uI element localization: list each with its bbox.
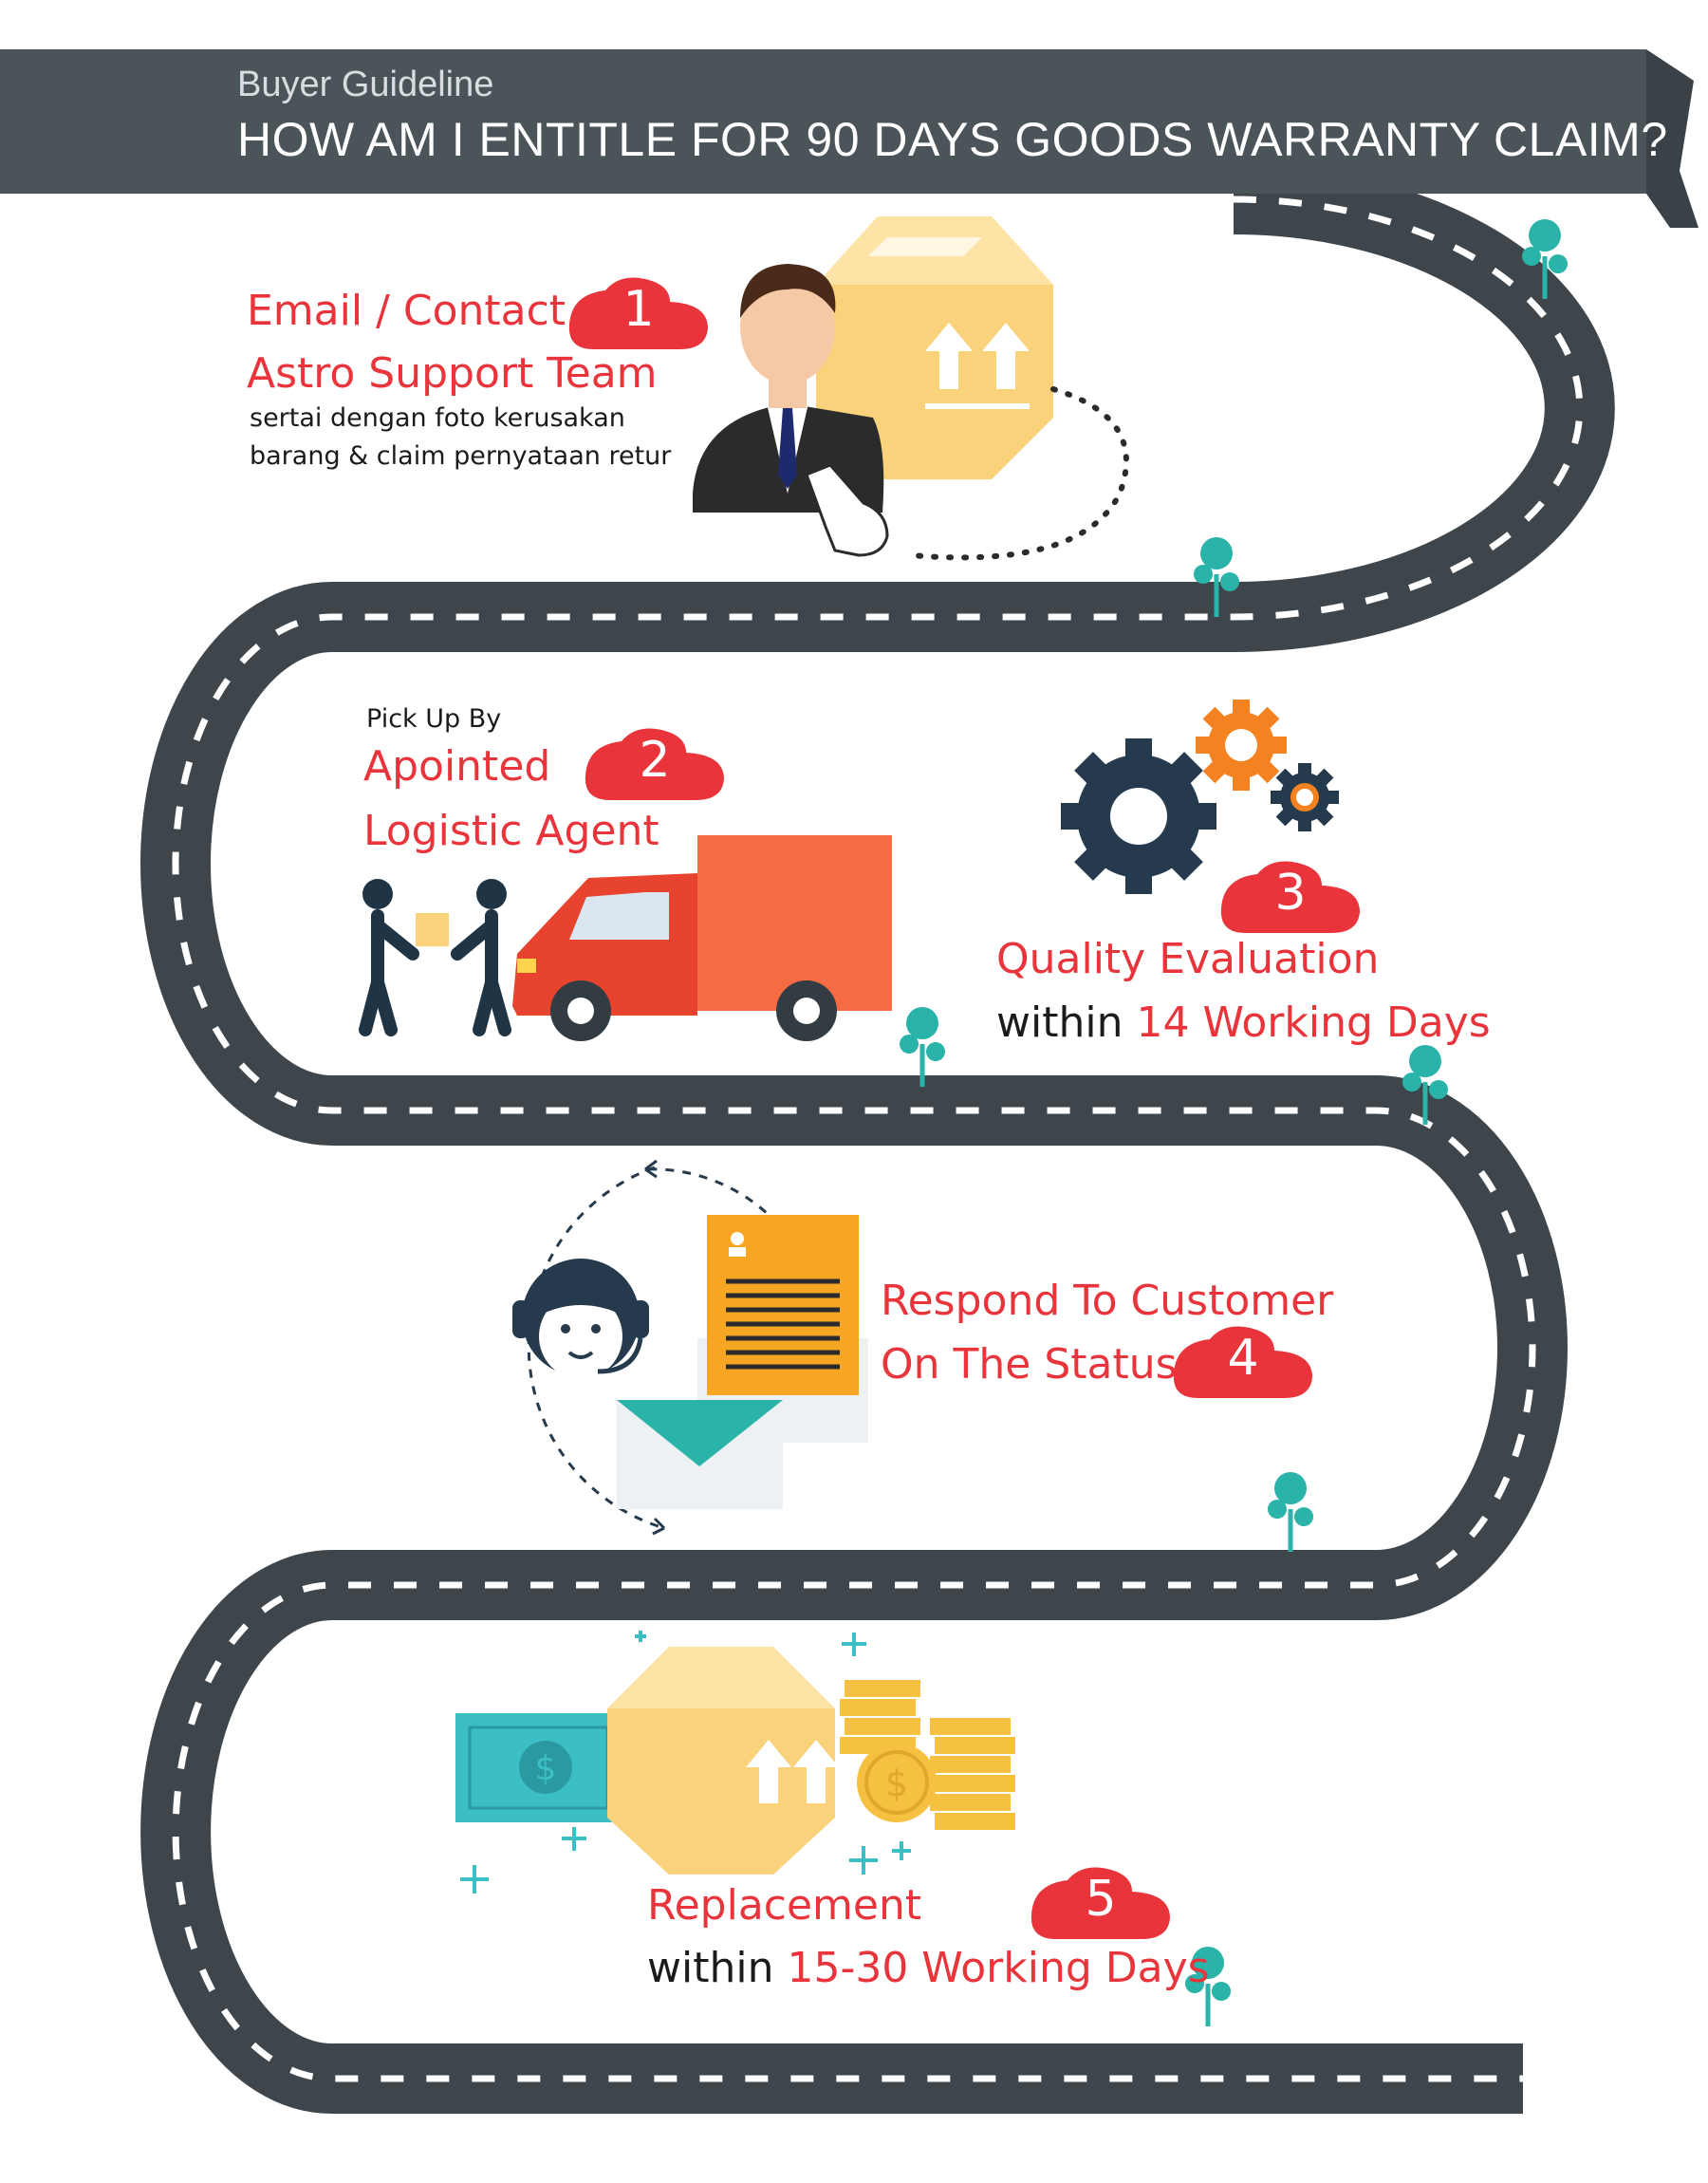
step2-pre-label: Pick Up By <box>366 704 502 734</box>
cloud-badge-icon <box>1030 1867 1170 1939</box>
truck-cargo <box>697 835 892 1011</box>
handover-people-icon <box>359 879 511 1036</box>
arrow-up-icon <box>746 1740 791 1803</box>
step5-duration-line: within 15-30 Working Days <box>647 1944 1210 1992</box>
dashed-arc <box>527 1166 665 1530</box>
svg-text:$: $ <box>885 1763 908 1804</box>
step1-badge: 1 <box>567 275 710 351</box>
step2-badge: 2 <box>584 726 726 802</box>
step2-number: 2 <box>639 732 671 789</box>
arrow-up-icon <box>982 323 1030 389</box>
cloud-badge-icon <box>1220 861 1360 933</box>
step3-duration: 14 Working Days <box>1136 998 1491 1047</box>
tie <box>778 408 797 489</box>
arrow-up-icon <box>793 1740 839 1803</box>
gear-icon <box>1061 738 1216 894</box>
face <box>740 271 835 384</box>
arrow-up-icon <box>925 323 973 389</box>
businessman-with-box-icon <box>693 216 1129 561</box>
pointing-hand-icon <box>805 463 889 557</box>
truck-window <box>569 892 669 940</box>
banner-bar <box>0 49 1646 194</box>
step5-within: within <box>647 1944 774 1992</box>
tree-icon <box>1268 1472 1313 1552</box>
step2-title-line2: Logistic Agent <box>363 807 659 855</box>
page-title: HOW AM I ENTITLE FOR 90 DAYS GOODS WARRA… <box>237 113 1668 166</box>
money-box-coins-icon: $ $ <box>455 1631 1015 1894</box>
step4-badge: 4 <box>1172 1324 1314 1400</box>
cloud-badge-icon <box>568 277 708 349</box>
hair <box>740 264 836 318</box>
banner-subtitle: Buyer Guideline <box>237 65 494 104</box>
tree-icon <box>1402 1045 1448 1125</box>
step3-within: within <box>996 998 1123 1047</box>
svg-text:$: $ <box>535 1749 557 1788</box>
step2-title-line1: Apointed <box>363 742 551 791</box>
support-agent-mail-icon <box>512 1159 868 1536</box>
tree-icon <box>1185 1947 1231 2026</box>
step3-title: Quality Evaluation <box>996 935 1380 983</box>
tree-icon <box>1522 219 1568 299</box>
step3-badge: 3 <box>1219 859 1362 935</box>
step1-number: 1 <box>622 281 655 338</box>
cloud-badge-icon <box>585 728 724 800</box>
gear-icon <box>1196 700 1287 791</box>
sparkle-icon <box>460 1631 911 1894</box>
winding-road <box>140 164 1615 2114</box>
coin-stack-icon <box>840 1680 1015 1830</box>
tree-icon <box>1194 537 1239 617</box>
title-banner <box>0 49 1699 228</box>
step3-number: 3 <box>1274 865 1307 922</box>
step3-duration-line: within 14 Working Days <box>996 998 1491 1047</box>
tree-icon <box>900 1007 945 1087</box>
step4-title-line1: Respond To Customer <box>881 1277 1334 1325</box>
delivery-truck-icon <box>512 835 892 1041</box>
step1-note-line1: sertai dengan foto kerusakan <box>250 403 625 433</box>
step4-number: 4 <box>1227 1330 1259 1387</box>
banner-fold <box>1646 49 1699 228</box>
cloud-badge-icon <box>1173 1326 1312 1398</box>
step5-duration: 15-30 Working Days <box>787 1944 1210 1992</box>
step1-title-line1: Email / Contact <box>247 287 566 335</box>
gear-icon <box>1271 763 1339 831</box>
step1-note-line2: barang & claim pernyataan retur <box>250 441 672 471</box>
step5-badge: 5 <box>1030 1865 1172 1941</box>
road-lane-markings <box>172 196 1584 2082</box>
step5-title: Replacement <box>647 1881 922 1930</box>
dotted-path <box>908 386 1129 561</box>
step1-title-line2: Astro Support Team <box>247 349 658 398</box>
step5-number: 5 <box>1085 1871 1117 1928</box>
coin-icon <box>857 1743 937 1822</box>
step4-title-line2: On The Status <box>881 1340 1178 1389</box>
